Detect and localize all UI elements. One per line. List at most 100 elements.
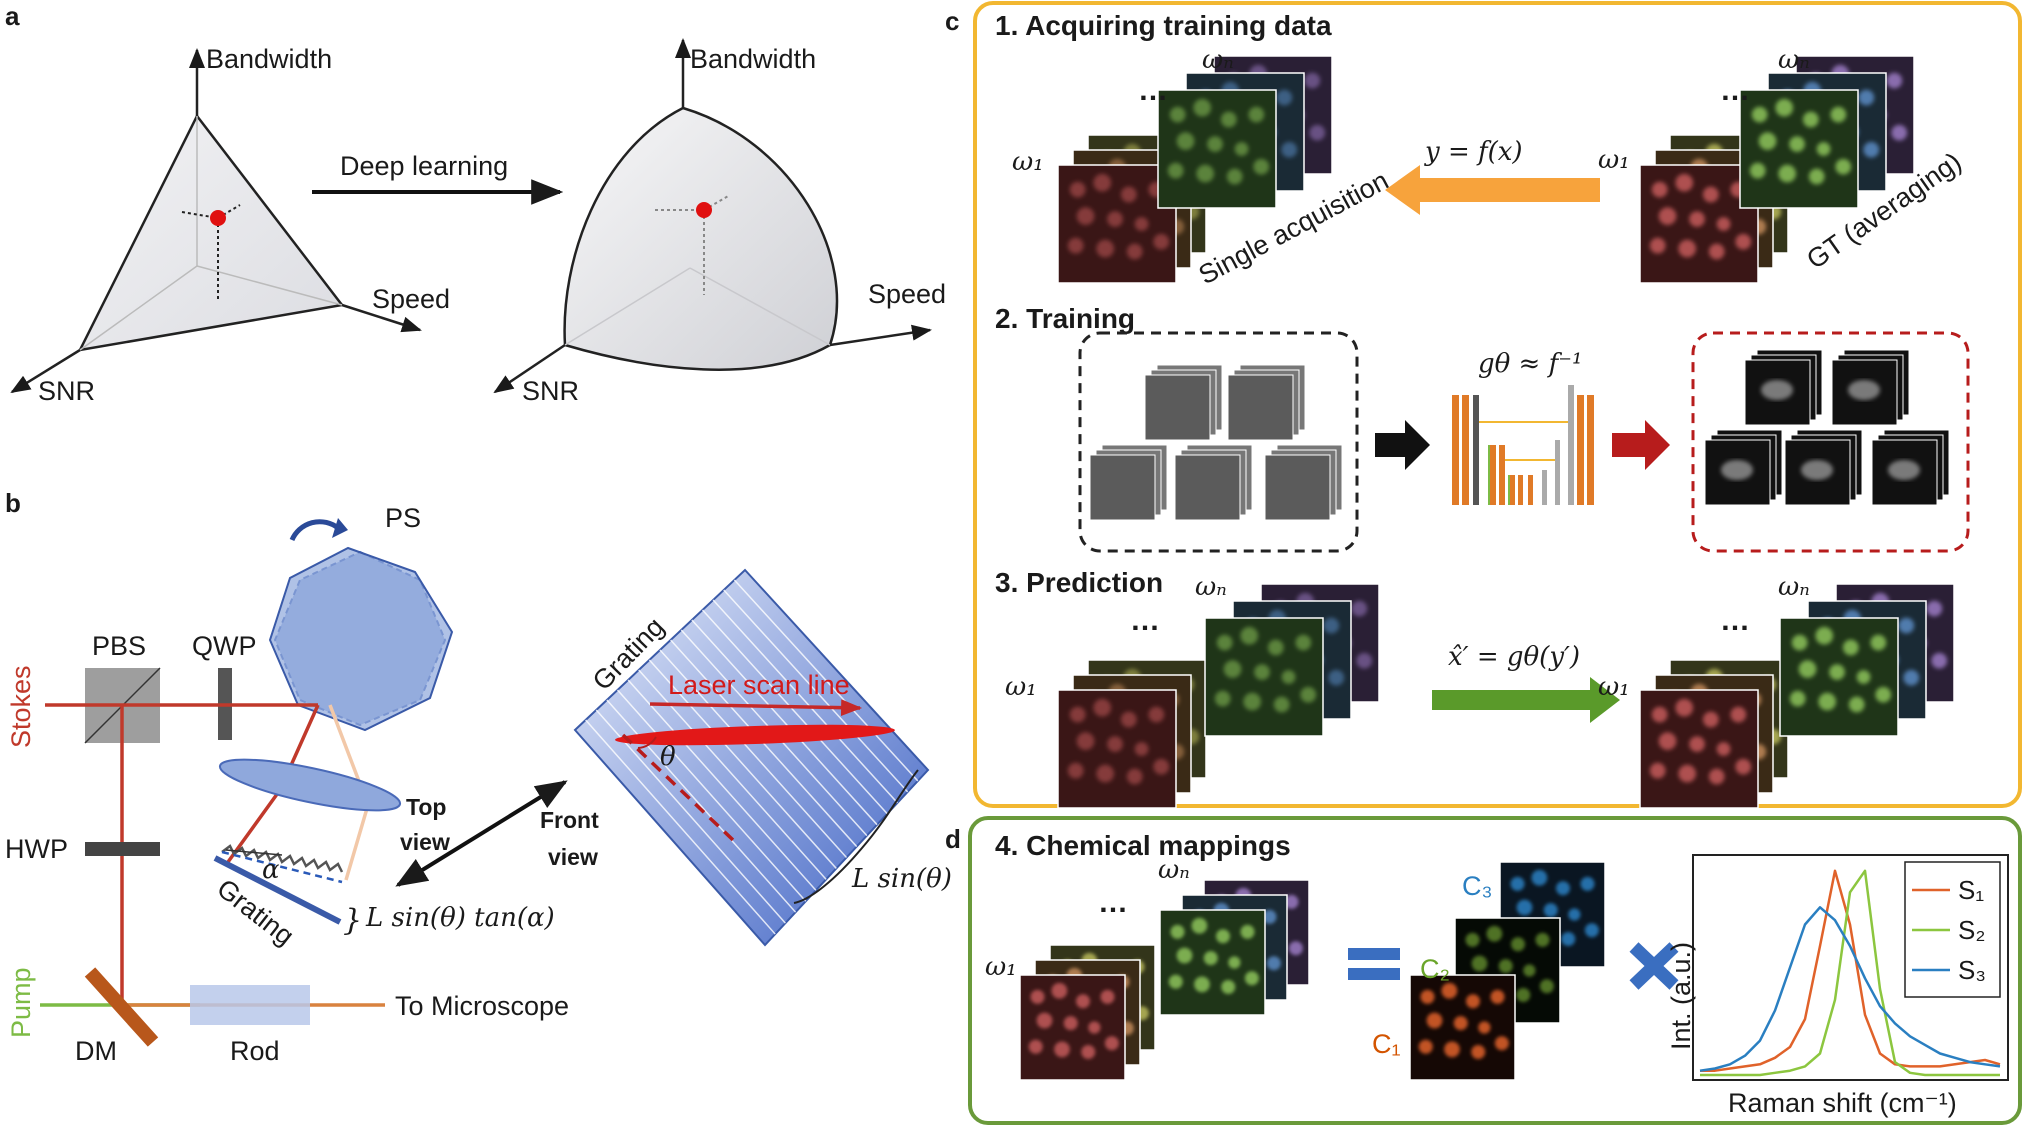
clean-patch: [1871, 439, 1938, 506]
panel-d: d 4. Chemical mappings ω₁ ωₙ … C₃ C₂ C₁ …: [945, 816, 2022, 1125]
omegan-label-c1: ωₙ: [1202, 45, 1234, 75]
multiply-icon: [1629, 942, 1679, 990]
point2-dash-d: [703, 194, 731, 211]
unet-icon: [1452, 385, 1594, 505]
to-microscope-label: To Microscope: [395, 991, 569, 1021]
speed-axis-2: [829, 324, 932, 347]
clean-patch: [1704, 439, 1771, 506]
step4-title: 4. Chemical mappings: [995, 830, 1291, 861]
polygon-scanner: [268, 518, 454, 732]
series-line: [1700, 869, 2000, 1077]
grating-top-view: [213, 844, 344, 925]
eq-prediction: x̂′ = gθ(y′): [1448, 642, 1580, 672]
chart-xlabel: Raman shift (cm⁻¹): [1728, 1088, 1957, 1118]
eq-g-approx: gθ ≈ f⁻¹: [1478, 349, 1582, 379]
step1-title: 1. Acquiring training data: [995, 10, 1332, 41]
grating-dashed-plane: [221, 850, 343, 884]
brace-right: [793, 769, 919, 904]
brace-left: }: [343, 903, 362, 938]
top-view-label-2: view: [400, 829, 450, 855]
omegan-label-d: ωₙ: [1158, 855, 1190, 885]
black-arrow: [1375, 420, 1430, 470]
scan-lens: [218, 758, 402, 812]
concentration-map-c1: [1409, 974, 1516, 1081]
omega1-label-c1: ω₁: [1012, 147, 1044, 177]
step2-title: 2. Training: [995, 303, 1135, 334]
axis-label-speed-2: Speed: [868, 279, 946, 309]
formula-left: L sin(θ) tan(α): [365, 903, 555, 933]
scan-direction-arrow: [649, 699, 863, 717]
theta-label: θ: [660, 742, 676, 772]
panel-a: a Bandwidth Speed SNR Deep learning: [5, 1, 946, 406]
dm-label: DM: [75, 1036, 117, 1066]
dichroic-mirror: [84, 967, 159, 1047]
axis-label-bandwidth-2: Bandwidth: [690, 44, 816, 74]
image-tile: [1639, 689, 1759, 809]
noisy-patch: [1174, 454, 1241, 521]
alpha-ref: [225, 849, 283, 856]
c3-label: C₃: [1462, 871, 1493, 901]
c2-label: C₂: [1420, 954, 1450, 984]
ps-label: PS: [385, 503, 421, 533]
inner-edge-3: [79, 265, 198, 351]
panel-d-border: [968, 816, 2022, 1125]
axis-label-snr: SNR: [38, 376, 95, 406]
image-tile: [1019, 974, 1126, 1081]
image-tile: [1204, 617, 1324, 737]
panel-a-label: a: [5, 1, 20, 31]
clean-patch: [1831, 359, 1898, 426]
axis-label-speed: Speed: [372, 284, 450, 314]
chart-lines: [1699, 869, 2001, 1077]
noisy-patch: [1144, 374, 1211, 441]
legend-label: S₂: [1958, 915, 1985, 945]
panel-c: c 1. Acquiring training data 2. Training…: [945, 1, 2022, 809]
snr-axis: [10, 348, 81, 394]
sphere-octant: [493, 38, 932, 394]
omegan-label-c1r: ωₙ: [1778, 45, 1810, 75]
noisy-patch: [1089, 454, 1156, 521]
pbs-label: PBS: [92, 631, 146, 661]
grating-ruling: [691, 619, 878, 826]
panel-b: b PS PBS QWP Stokes HWP: [5, 488, 952, 1066]
grating-label-left: Grating: [211, 873, 299, 951]
omegan-label-c3: ωₙ: [1195, 572, 1227, 602]
grating-ruling: [648, 659, 837, 869]
formula-right: L sin(θ): [851, 864, 952, 894]
snr-axis-2: [493, 343, 566, 394]
panel-c-label: c: [945, 6, 959, 36]
deep-learning-label: Deep learning: [340, 151, 508, 181]
equals-top: [1348, 948, 1400, 960]
panel-d-label: d: [945, 824, 961, 854]
equals-bottom: [1348, 968, 1400, 980]
image-tile: [1779, 617, 1899, 737]
clean-patch: [1744, 359, 1811, 426]
grating-ruling: [733, 579, 919, 782]
stokes-label: Stokes: [6, 665, 36, 748]
concentration-maps: [1409, 861, 1606, 1081]
tradeoff-point-2: [696, 202, 712, 218]
grating-ruling: [712, 599, 898, 804]
pump-label: Pump: [6, 967, 36, 1038]
sphere-inner-2: [564, 267, 691, 346]
image-tile: [1639, 164, 1759, 284]
green-arrow: [1432, 677, 1620, 723]
image-tile: [1739, 89, 1859, 209]
rod-label: Rod: [230, 1036, 280, 1066]
image-stack-gt: [1639, 55, 1915, 284]
grating-ruling: [595, 709, 786, 924]
image-tile: [1159, 909, 1266, 1016]
theta-arc: [637, 736, 657, 749]
image-stack-single: [1057, 55, 1333, 284]
training-noisy-patches: [1089, 364, 1343, 521]
dots-c1: …: [1138, 74, 1168, 107]
tradeoff-triangle: [10, 48, 422, 394]
omegan-label-c3r: ωₙ: [1778, 572, 1810, 602]
eq-y-f-x: y = f(x): [1424, 137, 1523, 167]
tradeoff-point: [210, 210, 226, 226]
image-stack-output: [1639, 583, 1955, 809]
glass-rod: [190, 985, 310, 1025]
qwp-label: QWP: [192, 631, 257, 661]
dots-d: …: [1098, 886, 1128, 919]
sphere-surface: [563, 106, 839, 371]
triangle-surface: [77, 113, 345, 352]
